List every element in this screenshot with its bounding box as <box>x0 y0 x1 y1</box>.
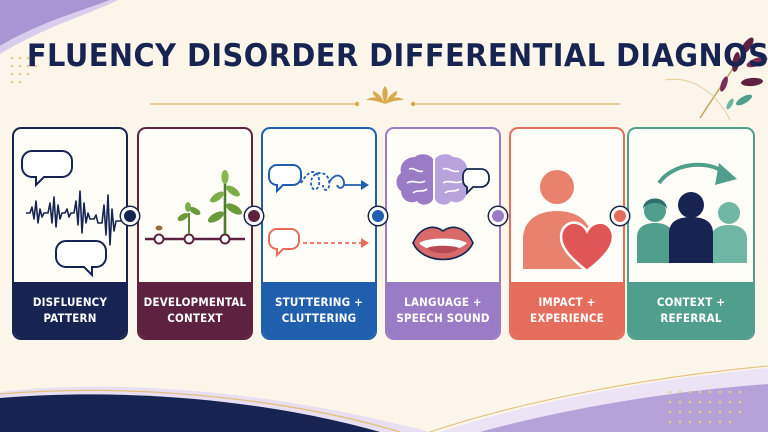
card-label: CONTEXT +REFERRAL <box>629 282 753 338</box>
waveform-icon <box>21 150 122 278</box>
group-referral-icon <box>637 162 747 263</box>
title-ornament <box>150 86 620 107</box>
sprout-growth-icon <box>145 170 245 245</box>
card-impact-experience: IMPACT +EXPERIENCE <box>509 127 625 340</box>
brain-mouth-icon <box>396 154 490 261</box>
page-title: FLUENCY DISORDER DIFFERENTIAL DIAGNOSIS <box>26 38 768 74</box>
dot-pattern-top-left <box>10 56 38 84</box>
corner-swoosh-top-left <box>0 0 110 46</box>
connector-node <box>121 207 139 225</box>
bottom-wave-lavender <box>480 384 768 432</box>
card-label: IMPACT +EXPERIENCE <box>511 282 623 338</box>
speech-flow-icon <box>268 164 369 258</box>
card-label: STUTTERING +CLUTTERING <box>263 282 375 338</box>
connector-node <box>611 207 629 225</box>
card-language-speech-sound: LANGUAGE +SPEECH SOUND <box>385 127 501 340</box>
person-heart-icon <box>523 170 615 273</box>
leaf-sprig-icon <box>699 37 768 119</box>
card-context-referral: CONTEXT +REFERRAL <box>627 127 755 340</box>
dot-pattern-bottom-right <box>668 390 742 424</box>
connector-node <box>489 207 507 225</box>
bottom-wave-navy <box>0 394 380 432</box>
connector-node <box>369 207 387 225</box>
connector-node <box>245 207 263 225</box>
card-stuttering-cluttering: STUTTERING +CLUTTERING <box>261 127 377 340</box>
card-label: LANGUAGE +SPEECH SOUND <box>387 282 499 338</box>
